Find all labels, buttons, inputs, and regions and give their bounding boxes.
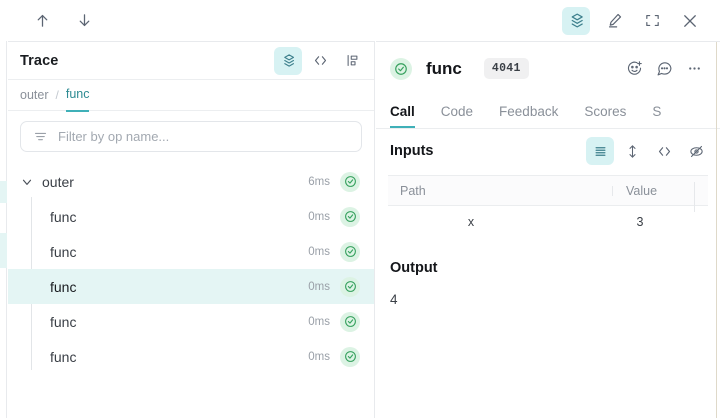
- tree-row-label: func: [50, 313, 77, 330]
- tree-row-duration: 0ms: [308, 350, 330, 363]
- status-success-icon: [340, 276, 360, 297]
- call-id-badge: 4041: [483, 58, 529, 79]
- filter-box[interactable]: [20, 121, 362, 152]
- trace-view-toggle-group: [274, 46, 366, 75]
- left-gutter-strip: [0, 41, 7, 418]
- cell-path: x: [467, 215, 475, 229]
- breadcrumb-separator: /: [55, 88, 59, 102]
- tree-row-func-2[interactable]: func 0ms: [8, 234, 374, 269]
- output-title: Output: [390, 260, 438, 276]
- output-section: Output 4: [376, 238, 720, 307]
- tree-row-func-3-selected[interactable]: func 0ms: [8, 269, 374, 304]
- chevron-down-icon[interactable]: [20, 175, 34, 189]
- tree-row-duration: 0ms: [308, 280, 330, 293]
- inputs-section-header: Inputs: [376, 129, 720, 173]
- table-header-row: Path Value: [388, 176, 708, 212]
- fullscreen-icon[interactable]: [638, 7, 666, 35]
- status-success-icon: [340, 171, 360, 192]
- list-view-icon[interactable]: [586, 137, 614, 165]
- tab-code[interactable]: Code: [440, 104, 474, 119]
- trace-tree: outer 6ms func 0ms func 0ms: [8, 160, 374, 374]
- status-success-icon: [340, 241, 360, 262]
- trace-panel: Trace outer / func: [8, 41, 375, 418]
- top-toolbar: [0, 0, 720, 41]
- top-toolbar-nav: [0, 7, 98, 35]
- comment-icon[interactable]: [650, 55, 678, 83]
- tree-row-outer[interactable]: outer 6ms: [8, 164, 374, 199]
- tree-row-label: func: [50, 243, 77, 260]
- inputs-title: Inputs: [390, 143, 434, 159]
- highlighter-pen-icon[interactable]: [600, 7, 628, 35]
- breadcrumb: outer / func: [8, 80, 374, 112]
- status-success-icon: [340, 206, 360, 227]
- tree-row-func-1[interactable]: func 0ms: [8, 199, 374, 234]
- breadcrumb-item-outer[interactable]: outer: [20, 88, 49, 102]
- layers-icon[interactable]: [274, 46, 302, 75]
- status-success-icon: [340, 311, 360, 332]
- tree-row-label: func: [50, 348, 77, 365]
- nav-down-icon[interactable]: [70, 7, 98, 35]
- output-value: 4: [390, 292, 398, 307]
- call-header: func 4041: [376, 42, 720, 95]
- left-gutter-selection-marker: [0, 233, 7, 268]
- tab-call[interactable]: Call: [390, 104, 415, 128]
- tab-summary-truncated[interactable]: S: [652, 104, 662, 119]
- tree-row-label: func: [50, 278, 77, 295]
- tab-feedback[interactable]: Feedback: [499, 104, 559, 119]
- tree-view-icon[interactable]: [338, 47, 366, 75]
- tab-scores[interactable]: Scores: [584, 104, 627, 119]
- detail-tabs: Call Code Feedback Scores S: [376, 95, 720, 129]
- call-header-actions: [620, 55, 708, 83]
- eye-off-icon[interactable]: [682, 137, 710, 165]
- tree-row-label: outer: [42, 173, 74, 190]
- filter-icon: [33, 129, 48, 144]
- column-header-value: Value: [612, 181, 708, 212]
- table-row[interactable]: x 3: [388, 206, 708, 238]
- inputs-view-toggle-group: [586, 137, 710, 165]
- tree-row-duration: 0ms: [308, 315, 330, 328]
- add-reaction-icon[interactable]: [620, 55, 648, 83]
- status-success-icon: [390, 57, 412, 80]
- tree-row-label: func: [50, 208, 77, 225]
- trace-panel-title: Trace: [20, 52, 59, 69]
- status-success-icon: [340, 346, 360, 367]
- nav-up-icon[interactable]: [28, 7, 56, 35]
- column-header-path: Path: [400, 183, 426, 198]
- layers-icon[interactable]: [562, 6, 590, 35]
- close-icon[interactable]: [676, 7, 704, 35]
- call-detail-panel: func 4041 Call Code Feedback Scores S: [376, 41, 720, 418]
- cell-value: 3: [636, 215, 644, 229]
- code-icon[interactable]: [306, 47, 334, 75]
- page-title: func: [426, 58, 462, 78]
- search-input[interactable]: [58, 129, 349, 144]
- tree-row-duration: 0ms: [308, 245, 330, 258]
- column-divider: [694, 181, 695, 212]
- trace-panel-header: Trace: [8, 42, 374, 80]
- top-toolbar-actions: [562, 0, 704, 41]
- breadcrumb-item-func[interactable]: func: [65, 87, 89, 112]
- tree-row-func-5[interactable]: func 0ms: [8, 339, 374, 374]
- tree-row-duration: 0ms: [308, 210, 330, 223]
- more-options-icon[interactable]: [680, 55, 708, 83]
- tree-row-func-4[interactable]: func 0ms: [8, 304, 374, 339]
- filter-section: [8, 111, 374, 160]
- inputs-table: Path Value x 3: [388, 175, 708, 238]
- code-icon[interactable]: [650, 137, 678, 165]
- left-gutter-top-marker: [0, 181, 7, 203]
- expand-vertical-icon[interactable]: [618, 137, 646, 165]
- tree-row-duration: 6ms: [308, 175, 330, 188]
- panel-right-border: [716, 42, 717, 418]
